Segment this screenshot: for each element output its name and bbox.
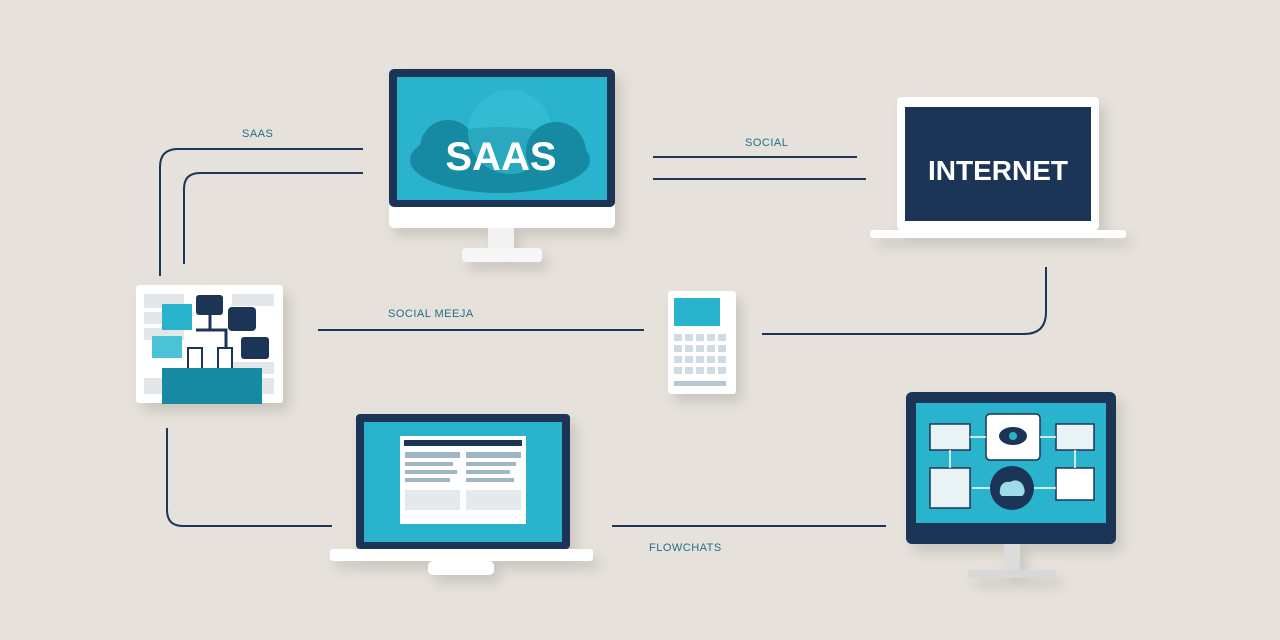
calculator-display (674, 298, 720, 326)
laptop-icon: INTERNET (870, 97, 1126, 238)
desktop-monitor-icon: SAAS (389, 69, 615, 262)
basket-icon (162, 368, 262, 404)
calculator-key (707, 356, 715, 363)
calculator-key-bar (674, 381, 726, 386)
calculator-key (696, 367, 704, 374)
connector-saas-outer (159, 148, 363, 276)
calculator-key (685, 345, 693, 352)
calculator-key (707, 334, 715, 341)
social-media-board-icon (136, 285, 283, 404)
flow-laptop-icon (330, 414, 593, 575)
profile-bubble-icon (241, 337, 269, 359)
calculator-key (674, 345, 682, 352)
fc-node-top-left (929, 423, 971, 451)
chat-bubble-icon (196, 295, 223, 315)
calculator-key (718, 334, 726, 341)
laptop-screen (905, 107, 1091, 221)
fc-node-bottom-right (1055, 467, 1095, 501)
connectors (159, 148, 1047, 527)
calculator-key (674, 367, 682, 374)
flow-laptop-base (330, 549, 593, 561)
saas-screen-title: SAAS (445, 135, 556, 179)
label-social-media: SOCIAL MEEJA (388, 308, 474, 320)
cloud-icon (410, 90, 590, 193)
comment-bubble-icon (152, 336, 182, 358)
calculator-key (718, 367, 726, 374)
fc-node-bottom-left (929, 467, 971, 509)
hub-cloud-icon (999, 480, 1025, 496)
flowchart-monitor-icon (906, 392, 1116, 578)
flow-laptop-stand (428, 561, 494, 575)
label-flowcharts: FLOWCHATS (649, 542, 722, 554)
connector-saas-inner (183, 172, 363, 264)
hub-link (196, 310, 228, 350)
calculator-key (674, 356, 682, 363)
label-social-line: SOCIAL (745, 137, 788, 149)
fc-node-top-right (1055, 423, 1095, 451)
calculator-icon (668, 291, 736, 394)
calculator-key (707, 367, 715, 374)
calculator-key (685, 356, 693, 363)
calculator-key (696, 345, 704, 352)
calculator-keypad (674, 334, 726, 386)
message-bubble-icon (228, 307, 256, 331)
connector-internet-calc (762, 267, 1047, 335)
social-bubble-icon (162, 304, 192, 330)
document-content (404, 440, 522, 510)
fc-monitor-neck (1004, 544, 1020, 572)
calculator-key (718, 356, 726, 363)
calculator-key (718, 345, 726, 352)
label-saas-line: SAAS (242, 128, 273, 140)
calculator-key (685, 334, 693, 341)
connector-board-laptop (166, 428, 332, 527)
laptop-base (870, 230, 1126, 238)
internet-screen-title: INTERNET (928, 155, 1068, 186)
calculator-key (696, 356, 704, 363)
calculator-key (707, 345, 715, 352)
calculator-key (696, 334, 704, 341)
calculator-key (685, 367, 693, 374)
fc-monitor-stand (968, 570, 1056, 578)
monitor-stand (462, 248, 542, 262)
flowchart-nodes (929, 413, 1095, 509)
eye-icon (999, 427, 1027, 445)
calculator-key (674, 334, 682, 341)
monitor-neck (488, 228, 514, 248)
fc-arrows (949, 436, 1076, 489)
